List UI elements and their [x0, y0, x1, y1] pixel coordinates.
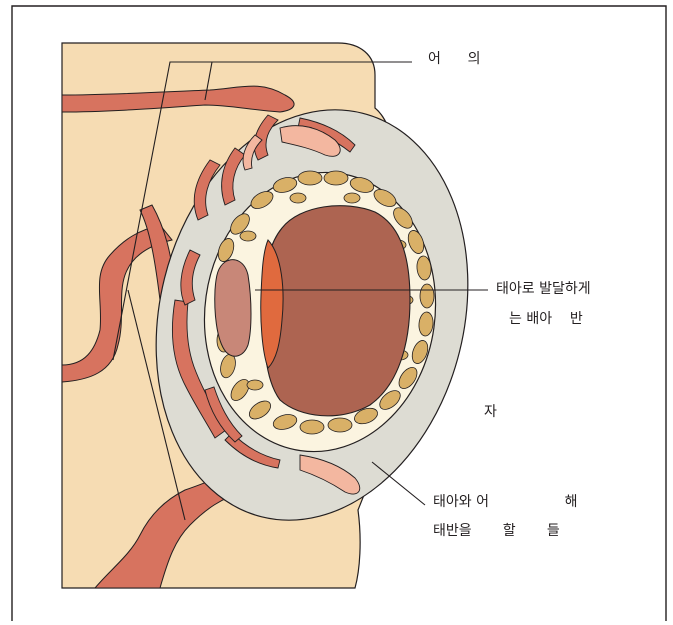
label-middle: 자	[484, 403, 497, 421]
amnion	[215, 260, 251, 357]
label-fetal-line2: 는 배아 반	[509, 310, 583, 328]
label-bottom-line2: 태반을 할 들	[433, 522, 560, 540]
label-bottom-line1: 태아와 어 해	[433, 493, 578, 511]
label-top: 어 의	[428, 50, 480, 68]
inner-cell-mass	[264, 206, 410, 416]
label-fetal-line1: 태아로 발달하게	[496, 280, 591, 298]
